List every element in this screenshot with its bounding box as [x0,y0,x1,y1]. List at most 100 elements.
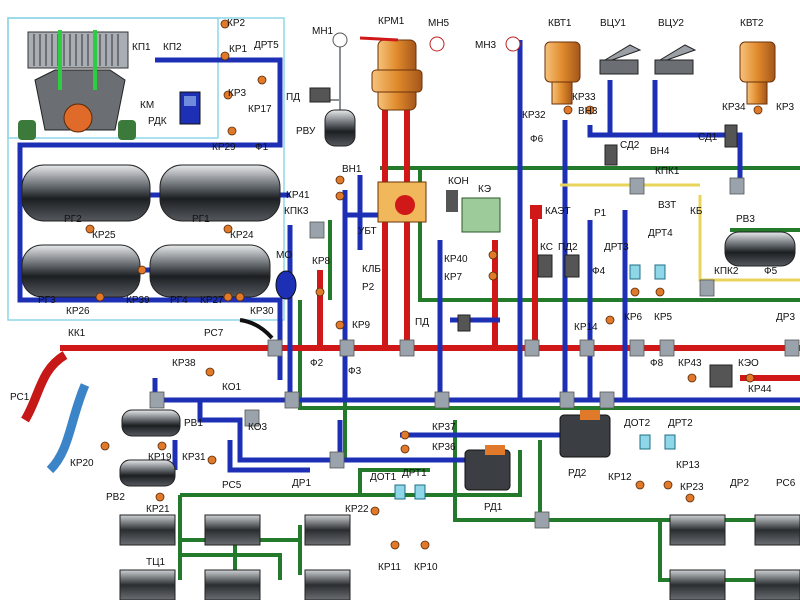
electro-pneumatic-valve [461,197,501,233]
control-switch-vtsu2 [654,44,697,75]
label-mn5: МН5 [428,18,450,29]
pressure-switches [309,87,738,388]
label-vn3: ВН3 [578,106,598,117]
label-vtsu2: ВЦУ2 [658,18,684,29]
label-kr29: КР29 [212,142,236,153]
label-kp2: КП2 [163,42,182,53]
label-dot2: ДОТ2 [624,418,651,429]
label-dr1: ДР1 [292,478,311,489]
kon-device [446,190,458,212]
label-drt1: ДРТ1 [402,468,427,479]
label-f8: Ф8 [650,358,664,369]
label-vtsu1: ВЦУ1 [600,18,626,29]
label-kb: КБ [690,206,703,217]
label-drt3: ДРТ3 [604,242,629,253]
label-ko3: КО3 [248,422,267,433]
label-kr6: КР6 [624,312,642,323]
label-keo: КЭО [738,358,759,369]
label-mn3: МН3 [475,40,497,51]
label-rv2: РВ2 [106,492,125,503]
moisture-separator [275,270,297,300]
label-r1: Р1 [594,208,607,219]
label-dr3: ДР3 [776,312,795,323]
label-ubt: УБТ [358,226,377,237]
label-dot1: ДОТ1 [370,472,397,483]
label-f1: Ф1 [255,142,269,153]
label-kr10: КР10 [414,562,438,573]
label-kr39: КР39 [126,295,150,306]
label-kr24: КР24 [230,230,254,241]
hose-rs1-blue [46,383,90,474]
label-rg3: РГ3 [38,295,56,306]
label-kr43: КР43 [678,358,702,369]
label-kaet: КАЭТ [545,206,571,217]
label-kon: КОН [448,176,469,187]
brake-unit-ubt [377,181,427,223]
label-rg2: РГ2 [64,214,82,225]
label-vn1: ВН1 [342,164,362,175]
label-kr11: КР11 [378,562,401,573]
kaet-device [530,205,542,219]
supply-lines [60,70,800,381]
pressure-governor [179,91,201,125]
label-kr3: КР3 [228,88,246,99]
label-kr8: КР8 [312,256,330,267]
labels: КР2 КП1 КП2 КР1 ДРТ5 КМ КР3 КР17 РДК КР2… [10,16,796,573]
label-drt5: ДРТ5 [254,40,279,51]
label-kvt2: КВТ2 [740,18,764,29]
label-f4: Ф4 [592,266,606,277]
label-vzt: ВЗТ [658,200,676,211]
label-kr3x: КР3 [776,102,794,113]
label-pd2: ПД2 [558,242,578,253]
label-kr33: КР33 [572,92,596,103]
reservoir-rg3 [21,244,141,298]
label-kpk3: КПК3 [284,206,309,217]
relay-rd2 [559,410,611,458]
label-kr26: КР26 [66,306,90,317]
valves [85,19,763,550]
label-kr38: КР38 [172,358,196,369]
label-rs1: РС1 [10,392,30,403]
label-kr19: КР19 [148,452,172,463]
label-kr9: КР9 [352,320,370,331]
label-kr34: КР34 [722,102,746,113]
label-tts1: ТЦ1 [146,557,166,568]
label-rv1: РВ1 [184,418,203,429]
label-kr30: КР30 [250,306,274,317]
reservoir-rv1 [121,409,181,437]
label-kr37: КР37 [432,422,456,433]
label-sd2: СД2 [620,140,640,151]
label-kvt1: КВТ1 [548,18,572,29]
label-kr44: КР44 [748,384,772,395]
brake-valve-kvt1 [544,41,581,105]
gauge-mn1 [332,32,348,48]
label-kr41: КР41 [286,190,310,201]
label-drt4: ДРТ4 [648,228,673,239]
label-kr36: КР36 [432,442,456,453]
label-f2: Ф2 [310,358,324,369]
label-kr32: КР32 [522,110,546,121]
reservoir-rv3 [724,231,796,267]
label-rvu: РВУ [296,126,316,137]
label-kr7: КР7 [444,272,462,283]
label-kk1: КК1 [68,328,86,339]
label-kr25: КР25 [92,230,116,241]
label-kr20: КР20 [70,458,94,469]
label-ko1: КО1 [222,382,241,393]
label-kr21: КР21 [146,504,170,515]
label-kr2: КР2 [227,18,245,29]
label-kr40: КР40 [444,254,468,265]
label-kr17: КР17 [248,104,272,115]
reservoir-rg4 [149,244,271,298]
label-mo: МО [276,250,292,261]
label-sd1: СД1 [698,132,718,143]
gauge-mn5 [429,36,445,52]
compressor [18,30,136,140]
label-km: КМ [140,100,154,111]
compressor-sub-enclosure [7,17,219,139]
label-ks: КС [540,242,553,253]
label-kr31: КР31 [182,452,206,463]
label-kr22: КР22 [345,504,369,515]
label-kr27: КР27 [200,295,224,306]
